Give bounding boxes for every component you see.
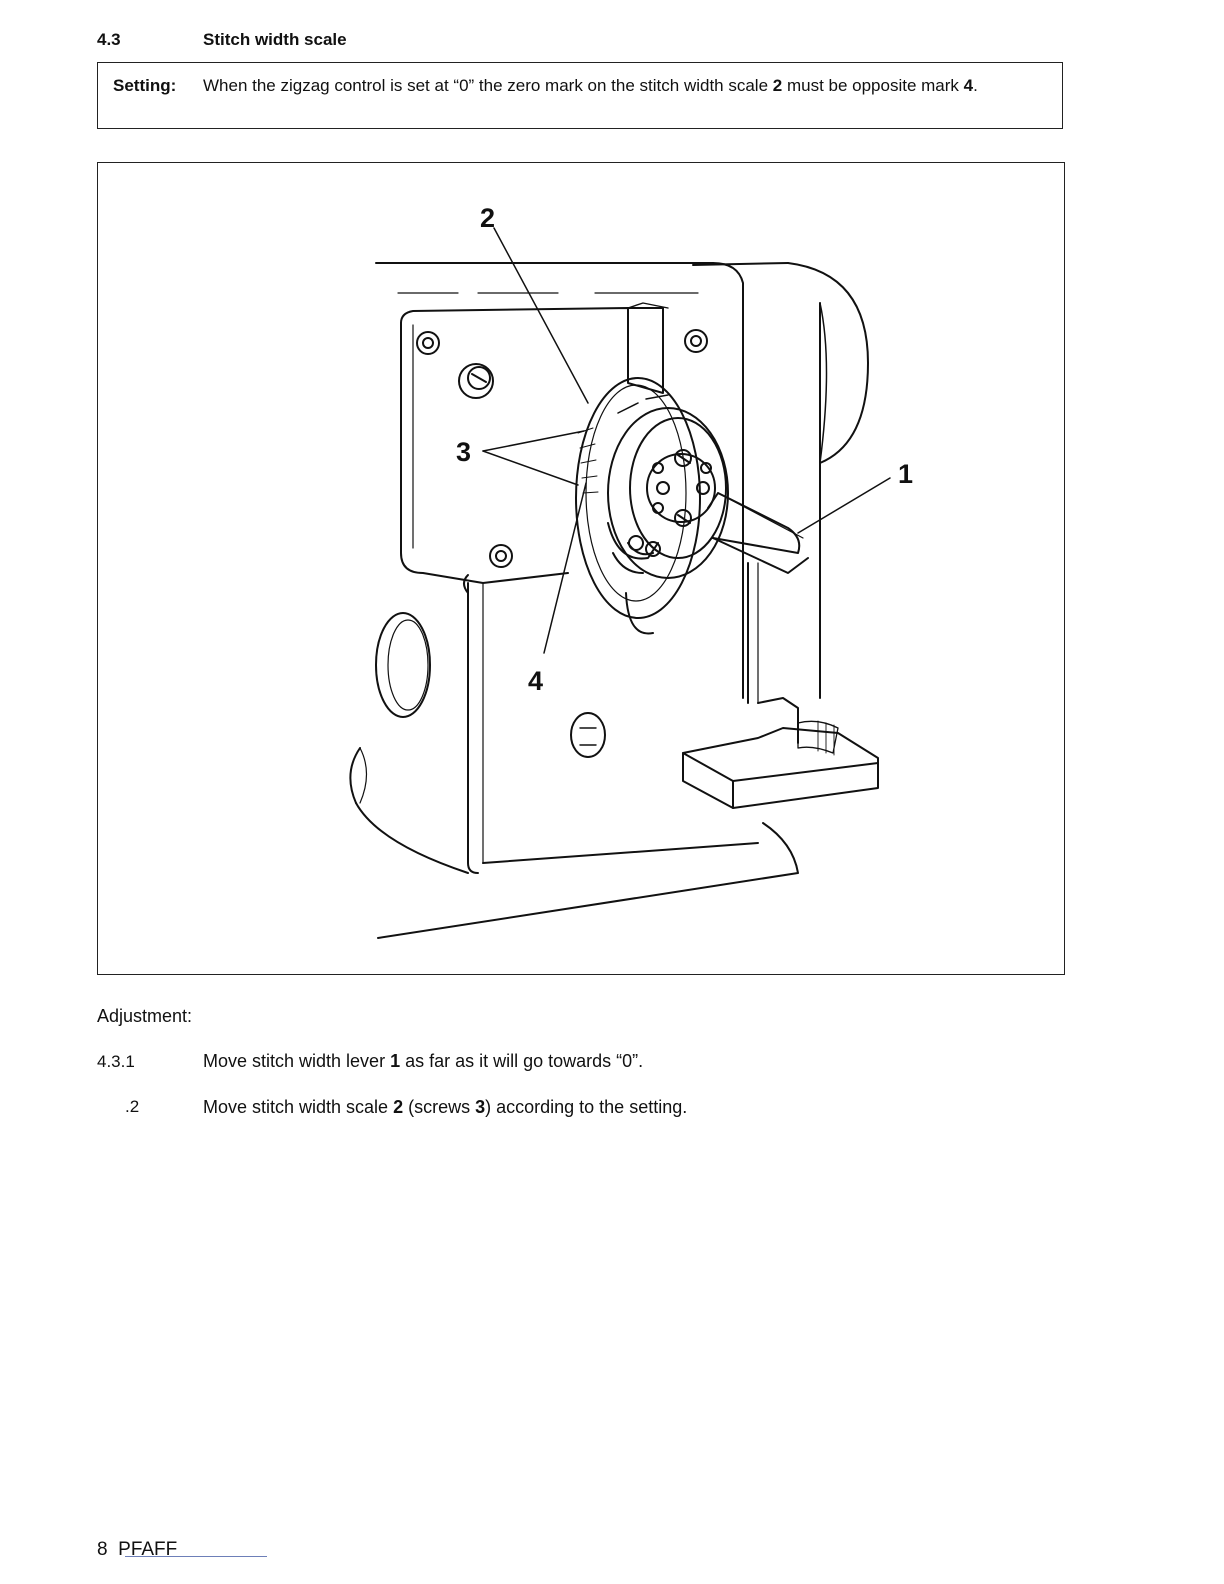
setting-ref-4: 4 xyxy=(964,76,973,95)
page-number: 8 xyxy=(97,1539,108,1560)
section-number: 4.3 xyxy=(97,30,121,50)
step-text: Move stitch width lever 1 as far as it w… xyxy=(203,1051,643,1072)
setting-text-part: When the zigzag control is set at “0” th… xyxy=(203,76,773,95)
callout-3: 3 xyxy=(456,437,471,467)
setting-text-part: must be opposite mark xyxy=(782,76,963,95)
callout-4: 4 xyxy=(528,666,543,696)
step-ref: 1 xyxy=(390,1051,400,1071)
callout-2: 2 xyxy=(480,203,495,233)
step-number: 4.3.1 xyxy=(97,1052,135,1072)
step-text-part: Move stitch width lever xyxy=(203,1051,390,1071)
adjustment-label: Adjustment: xyxy=(97,1006,192,1027)
step-number: .2 xyxy=(125,1097,139,1117)
step-text-part: (screws xyxy=(403,1097,475,1117)
step-text-part: as far as it will go towards “0”. xyxy=(400,1051,643,1071)
setting-text-end: . xyxy=(973,76,978,95)
step-text: Move stitch width scale 2 (screws 3) acc… xyxy=(203,1097,687,1118)
page-footer: 8 PFAFF xyxy=(97,1539,177,1561)
section-title: Stitch width scale xyxy=(203,30,347,50)
footer-rule xyxy=(125,1556,267,1557)
step-ref: 3 xyxy=(475,1097,485,1117)
sewing-machine-illustration: 2 3 1 4 xyxy=(98,163,1064,974)
figure-frame: 2 3 1 4 xyxy=(97,162,1065,975)
setting-label: Setting: xyxy=(113,76,176,96)
step-text-part: Move stitch width scale xyxy=(203,1097,393,1117)
callout-1: 1 xyxy=(898,459,913,489)
setting-text: When the zigzag control is set at “0” th… xyxy=(203,74,1059,97)
setting-box: Setting: When the zigzag control is set … xyxy=(97,62,1063,129)
step-ref: 2 xyxy=(393,1097,403,1117)
setting-ref-2: 2 xyxy=(773,76,782,95)
step-text-part: ) according to the setting. xyxy=(485,1097,687,1117)
